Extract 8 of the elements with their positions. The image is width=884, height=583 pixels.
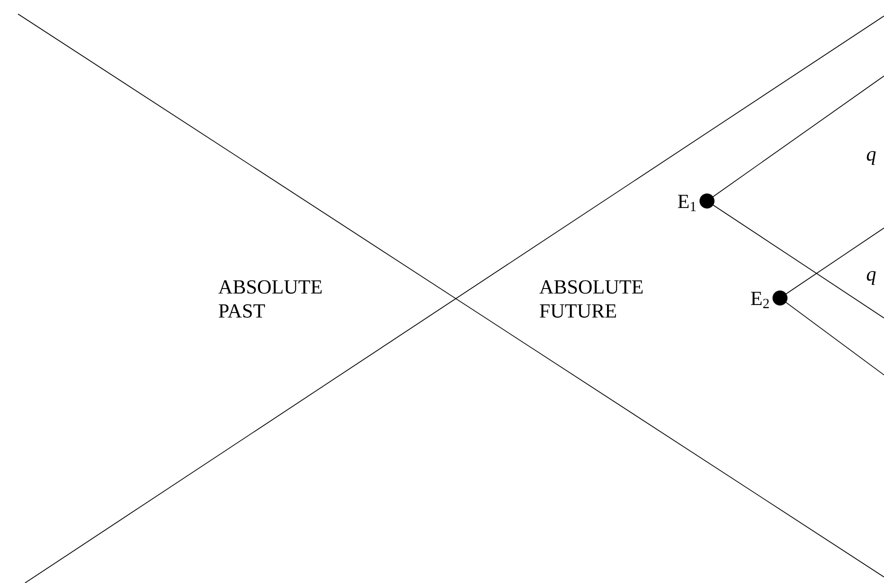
region-label: ABSOLUTE FUTURE	[539, 280, 643, 318]
q-label: q	[866, 151, 876, 165]
q-label: q	[866, 271, 876, 285]
event-dot	[700, 194, 714, 208]
event-label: E$_{2}$	[750, 292, 769, 308]
region-label: ABSOLUTE PAST	[218, 280, 322, 318]
event-label: E$_{1}$	[678, 194, 696, 212]
event-dot	[772, 290, 788, 306]
